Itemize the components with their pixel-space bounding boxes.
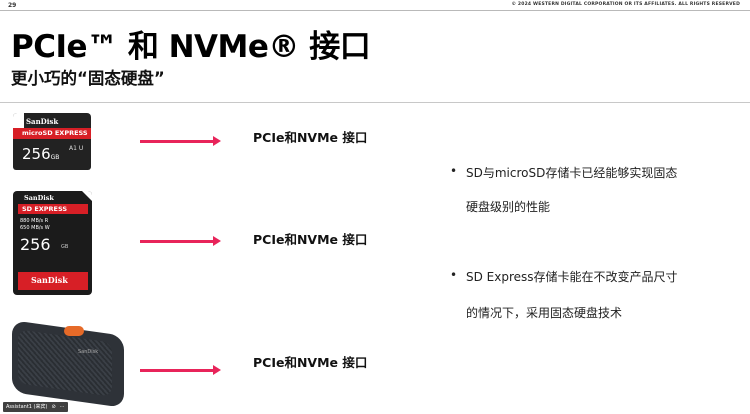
sd-footer-band (18, 272, 88, 290)
microsd-brand: SanDisk (26, 117, 59, 126)
microsd-logos: A1 U (69, 145, 84, 152)
interface-label: PCIe和NVMe 接口 (253, 130, 368, 145)
microsd-express-card-image: SanDisk microSD EXPRESS 256GB A1 U (13, 113, 91, 170)
sd-capacity: 256 (20, 235, 51, 254)
participant-options-icon[interactable]: ⋯ (59, 404, 65, 410)
header-divider (0, 102, 750, 103)
slide-subtitle: 更小巧的“固态硬盘” (11, 69, 165, 88)
sd-footer-brand: SanDisk (31, 275, 68, 285)
portable-ssd-image: SanDisk (6, 320, 127, 408)
arrow-right-icon (140, 236, 221, 246)
bullet-text-line: 的情况下，采用固态硬盘技术 (466, 306, 623, 320)
microsd-type: microSD EXPRESS (22, 129, 88, 137)
bullet-text-line: 硬盘级别的性能 (466, 200, 551, 214)
sd-type: SD EXPRESS (22, 205, 68, 213)
bullet-dot-icon: • (450, 268, 458, 282)
bullet-dot-icon: • (450, 164, 458, 178)
top-divider (0, 10, 750, 11)
interface-label: PCIe和NVMe 接口 (253, 355, 368, 370)
slide-title: PCIe™ 和 NVMe® 接口 (11, 29, 371, 65)
microphone-muted-icon[interactable]: ⊘ (51, 404, 56, 410)
sd-red-band (18, 204, 88, 214)
sd-write-speed: 650 MB/s W (20, 225, 50, 231)
participant-name-tag[interactable]: Assistant1 (来宾) ⊘ ⋯ (3, 402, 68, 412)
card-notch (13, 113, 24, 128)
sd-card-corner (82, 191, 92, 201)
page-number: 29 (8, 2, 17, 9)
microsd-capacity: 256GB (22, 145, 59, 163)
ssd-brand: SanDisk (78, 349, 99, 355)
participant-name: Assistant1 (来宾) (6, 404, 48, 410)
bullet-text-line: SD Express存储卡能在不改变产品尺寸 (466, 270, 678, 284)
sd-express-card-image: SanDisk SD EXPRESS 880 MB/s R 650 MB/s W… (13, 191, 92, 295)
microsd-red-band (13, 128, 91, 139)
bullet-text-line: SD与microSD存储卡已经能够实现固态 (466, 166, 678, 180)
sd-capacity-unit: GB (61, 244, 69, 250)
sd-read-speed: 880 MB/s R (20, 218, 49, 224)
sd-brand: SanDisk (24, 194, 54, 202)
interface-label: PCIe和NVMe 接口 (253, 232, 368, 247)
arrow-right-icon (140, 365, 221, 375)
ssd-orange-loop (64, 326, 84, 336)
copyright-notice: © 2024 WESTERN DIGITAL CORPORATION OR IT… (511, 2, 740, 7)
microsd-capacity-value: 256 (22, 145, 51, 163)
microsd-capacity-unit: GB (50, 154, 60, 161)
arrow-right-icon (140, 136, 221, 146)
